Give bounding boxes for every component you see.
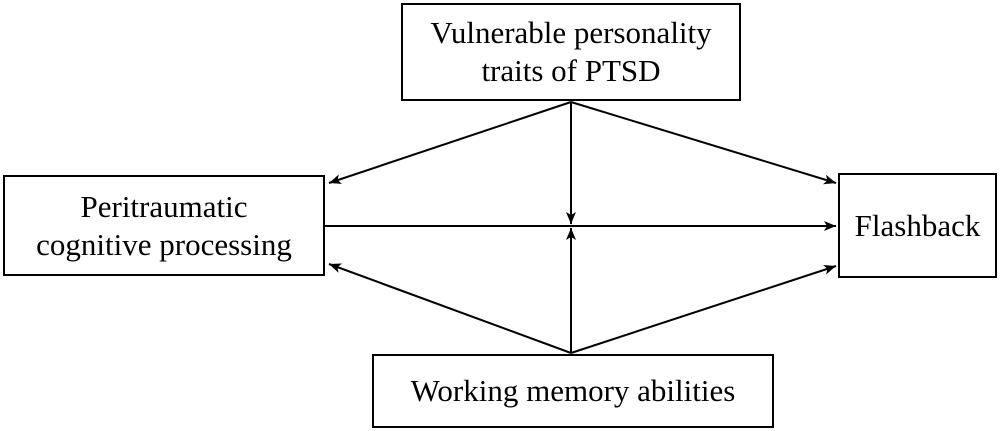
node-working-memory-abilities-label: Working memory abilities — [410, 373, 736, 408]
node-vulnerable-personality-traits: Vulnerable personality traits of PTSD — [401, 3, 741, 101]
node-peritraumatic-cognitive-processing: Peritraumatic cognitive processing — [3, 175, 325, 276]
node-working-memory-abilities: Working memory abilities — [372, 354, 774, 428]
node-peritraumatic-cognitive-processing-line1: Peritraumatic — [80, 188, 248, 224]
node-vulnerable-personality-traits-line1: Vulnerable personality — [430, 15, 712, 50]
arrow-bottom-to-left — [328, 263, 572, 354]
node-flashback-label: Flashback — [854, 207, 981, 243]
arrow-top-to-left — [328, 101, 572, 184]
arrow-bottom-to-right — [570, 264, 837, 354]
node-flashback: Flashback — [838, 173, 997, 278]
node-vulnerable-personality-traits-line2: traits of PTSD — [481, 53, 661, 88]
arrow-top-to-right — [570, 101, 837, 185]
node-peritraumatic-cognitive-processing-line2: cognitive processing — [36, 226, 292, 262]
